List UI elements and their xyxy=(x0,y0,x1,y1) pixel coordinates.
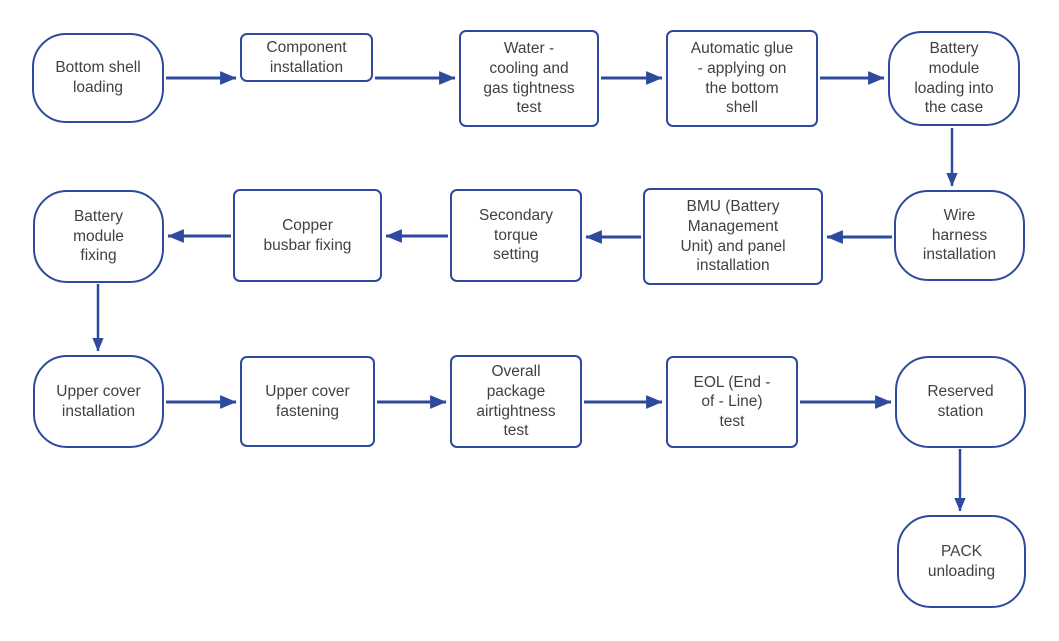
node-bottom-shell-loading: Bottom shell loading xyxy=(32,33,164,123)
node-reserved-station: Reserved station xyxy=(895,356,1026,448)
node-secondary-torque-setting: Secondary torque setting xyxy=(450,189,582,282)
node-component-installation: Component installation xyxy=(240,33,373,83)
node-battery-module-loading: Battery module loading into the case xyxy=(888,31,1020,126)
node-bmu-panel-installation: BMU (Battery Management Unit) and panel … xyxy=(643,188,823,285)
node-eol-test: EOL (End - of - Line) test xyxy=(666,356,798,448)
node-copper-busbar-fixing: Copper busbar fixing xyxy=(233,189,382,282)
node-overall-airtightness-test: Overall package airtightness test xyxy=(450,355,582,448)
node-automatic-glue: Automatic glue - applying on the bottom … xyxy=(666,30,818,127)
node-upper-cover-installation: Upper cover installation xyxy=(33,355,164,448)
node-wire-harness-installation: Wire harness installation xyxy=(894,190,1025,281)
node-upper-cover-fastening: Upper cover fastening xyxy=(240,356,375,447)
node-water-cooling-test: Water - cooling and gas tightness test xyxy=(459,30,599,127)
node-pack-unloading: PACK unloading xyxy=(897,515,1026,608)
node-battery-module-fixing: Battery module fixing xyxy=(33,190,164,283)
